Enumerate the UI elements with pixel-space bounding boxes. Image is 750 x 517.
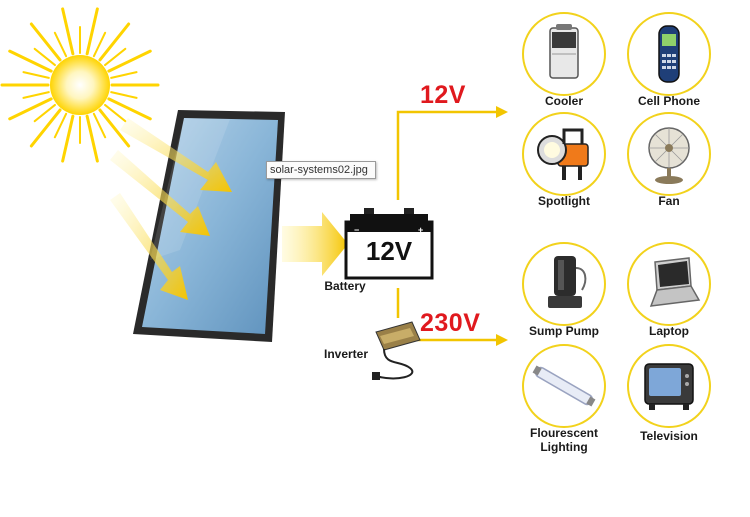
television-icon: [644, 363, 694, 410]
cell-phone-icon: [658, 25, 680, 83]
appliance-laptop-label: Laptop: [649, 324, 689, 338]
connection-lines: [396, 110, 496, 342]
appliance-fan-label: Fan: [658, 194, 680, 208]
inverter-icon: [372, 321, 421, 380]
inverter-label: Inverter: [323, 347, 369, 361]
filename-tooltip: solar-systems02.jpg: [266, 161, 376, 179]
appliance-sump-pump: [522, 242, 606, 326]
arrowhead-12v: [496, 106, 508, 118]
sun-icon: [0, 7, 160, 163]
sump-pump-icon: [548, 256, 587, 308]
battery-label: Battery: [324, 279, 366, 293]
battery-face-text: 12V: [365, 236, 413, 266]
appliance-laptop: [627, 242, 711, 326]
laptop-icon: [649, 257, 701, 307]
spotlight-icon: [537, 128, 589, 180]
appliance-fluorescent-lighting-label: Flourescent Lighting: [529, 426, 598, 454]
appliance-spotlight-label: Spotlight: [538, 194, 590, 208]
voltage-12v: 12V: [420, 81, 466, 109]
appliance-cooler: [522, 12, 606, 96]
appliance-fan: [627, 112, 711, 196]
appliance-cell-phone: [627, 12, 711, 96]
appliance-television: [627, 344, 711, 428]
svg-text:−: −: [354, 225, 359, 235]
appliance-television-label: Television: [640, 429, 698, 443]
svg-text:+: +: [418, 225, 423, 235]
voltage-230v: 230V: [420, 309, 481, 337]
fan-icon: [648, 127, 690, 184]
arrowhead-230v: [496, 334, 508, 346]
appliance-sump-pump-label: Sump Pump: [528, 324, 599, 338]
panel-to-battery-arrow: [282, 212, 348, 276]
cooler-icon: [549, 24, 579, 79]
appliance-cell-phone-label: Cell Phone: [637, 94, 700, 108]
battery-icon: − +: [344, 208, 434, 280]
appliance-fluorescent-lighting: [522, 344, 606, 428]
appliance-cooler-label: Cooler: [544, 94, 583, 108]
sunlight-arrows: [110, 118, 232, 300]
fluorescent-tube-icon: [532, 365, 596, 407]
appliance-spotlight: [522, 112, 606, 196]
